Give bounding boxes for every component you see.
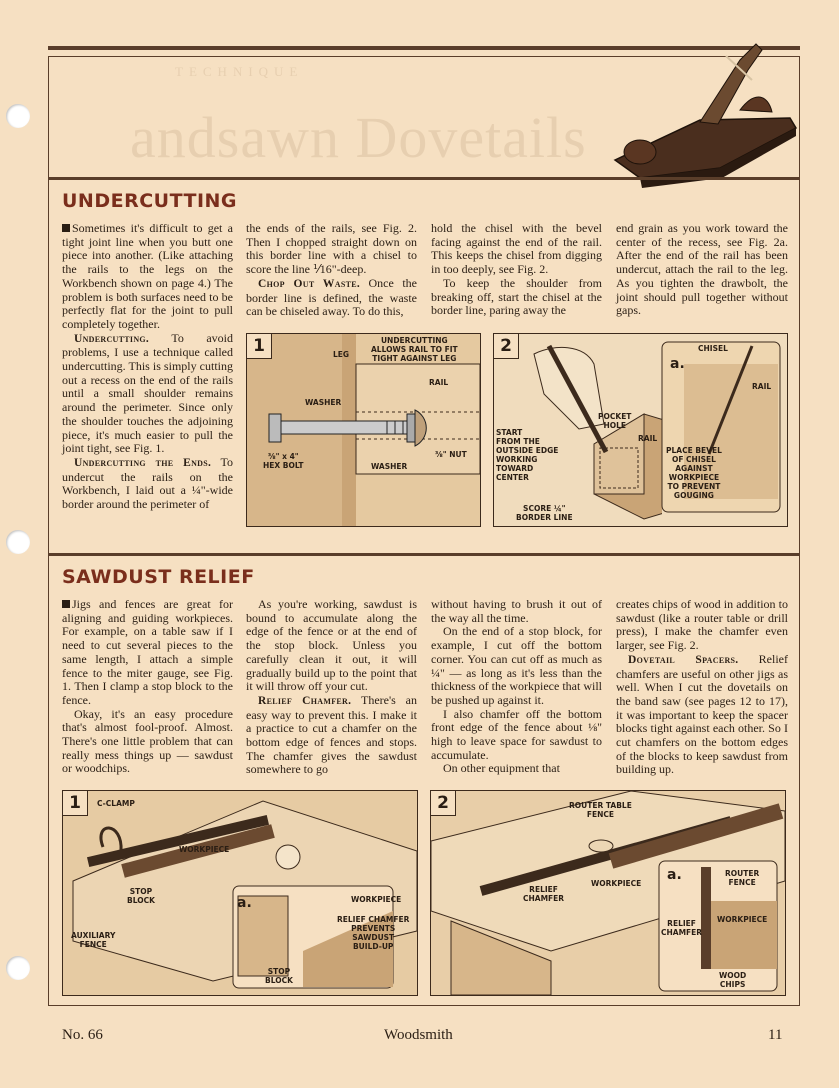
paragraph: To undercut the rails on the Workbench, … [62,454,233,512]
section-rule [48,177,800,180]
text-column: creates chips of wood in addition to saw… [616,597,788,777]
paragraph: To avoid problems, I use a technique cal… [62,330,233,456]
label-stop-block: STOP BLOCK [127,887,155,905]
figure-1-bolt: 1 LEG UNDERCUTTING ALLOWS RAIL TO FIT TI… [246,333,481,527]
inset-label: a. [237,895,252,911]
label-workpiece-inset: WORKPIECE [351,895,402,904]
text-column: end grain as you work toward the center … [616,221,788,318]
paragraph: On other equipment that [443,761,560,776]
paragraph: Relief chamfers are useful on other jigs… [616,651,788,777]
magazine-name: Woodsmith [384,1027,453,1043]
issue-number: No. 66 [62,1027,103,1043]
paragraph: Jigs and fences are great for aligning a… [62,597,233,707]
inset-label: a. [667,867,682,883]
paragraph: To keep the shoulder from breaking off, … [431,275,602,318]
paragraph: end grain as you work toward the center … [616,221,788,318]
text-column: the ends of the rails, see Fig. 2. Then … [246,221,417,319]
label-relief-chamfer: RELIEF CHAMFER PREVENTS SAWDUST BUILD-UP [337,915,410,951]
text-column: Jigs and fences are great for aligning a… [62,597,233,776]
label-wood-chips: WOOD CHIPS [719,971,747,989]
paragraph: There's an easy way to prevent this. I m… [246,692,418,777]
plane-body [613,43,798,188]
label-washer: WASHER [371,462,408,471]
label-washer: WASHER [305,398,342,407]
binder-hole [6,104,30,128]
binder-hole [6,956,30,980]
page-frame [48,56,800,1006]
text-column: without having to brush it out of the wa… [431,597,602,776]
label-auxiliary-fence: AUXILIARY FENCE [71,931,116,949]
label-stop-block-inset: STOP BLOCK [265,967,293,985]
label-router-fence: ROUTER FENCE [725,869,760,887]
paragraph: hold the chisel with the bevel facing ag… [431,221,602,277]
label-undercutting: UNDERCUTTING ALLOWS RAIL TO FIT TIGHT AG… [371,336,458,363]
label-c-clamp: C-CLAMP [97,799,135,808]
figure-1-table-saw: 1 C-CLAMP WORKPIECE STOP BLOCK AUXILIARY… [62,790,418,996]
table-saw-drawing [72,800,417,989]
label-workpiece: WORKPIECE [179,845,230,854]
paragraph: On the end of a stop block, for example,… [431,624,602,707]
bolt-drawing [247,334,480,526]
paragraph: Sometimes it's difficult to get a tight … [62,221,233,331]
run-in-head: Dovetail Spacers. [628,653,739,666]
label-rail: RAIL [638,434,658,443]
bullet-icon [62,600,70,608]
page-number: 11 [768,1027,783,1043]
chisel-drawing [533,334,787,526]
bullet-icon [62,224,70,232]
label-rail-inset: RAIL [752,382,772,391]
label-score: SCORE ¼" BORDER LINE [516,504,573,522]
figure-number: 2 [431,791,456,816]
figure-2-router-table: 2 ROUTER TABLE FENCE RELIEF CHAMFER WORK… [430,790,786,996]
run-in-head: Undercutting the Ends. [74,456,212,469]
label-workpiece: WORKPIECE [591,879,642,888]
inset-label: a. [670,356,685,372]
figure-number: 2 [494,334,519,359]
paragraph: Okay, it's an easy procedure that's almo… [62,706,233,776]
paragraph: Once the border line is defined, the was… [246,275,417,319]
paragraph: without having to brush it out of the wa… [431,597,602,625]
section-heading-sawdust-relief: SAWDUST RELIEF [62,566,255,588]
text-column: As you're working, sawdust is bound to a… [246,597,418,777]
label-pocket-hole: POCKET HOLE [598,412,632,430]
section-rule [48,553,800,556]
paragraph: the ends of the rails, see Fig. 2. Then … [246,221,417,277]
figure-2-chisel: 2 START FROM THE OUTSIDE EDGE WORKING TO… [493,333,788,527]
paragraph: As you're working, sawdust is bound to a… [246,597,417,694]
binder-hole [6,530,30,554]
hand-plane-illustration [613,43,798,188]
section-heading-undercutting: UNDERCUTTING [62,190,238,212]
label-relief-chamfer: RELIEF CHAMFER [523,885,565,903]
label-rail: RAIL [429,378,449,387]
top-rule [48,46,800,50]
label-leg: LEG [333,350,350,359]
router-table-drawing [431,791,785,995]
label-workpiece-inset: WORKPIECE [717,915,768,924]
paragraph: I also chamfer off the bottom front edge… [431,706,602,762]
run-in-head: Chop Out Waste. [258,277,361,290]
label-hex-bolt: ⅜" x 4" HEX BOLT [263,452,304,470]
paragraph: creates chips of wood in addition to saw… [616,597,788,653]
label-chisel: CHISEL [698,344,728,353]
run-in-head: Undercutting. [74,332,150,345]
text-column: hold the chisel with the bevel facing ag… [431,221,602,318]
figure-number: 1 [63,791,88,816]
label-nut: ⅜" NUT [435,450,467,459]
label-place-bevel: PLACE BEVEL OF CHISEL AGAINST WORKPIECE … [666,446,722,500]
header-kicker: TECHNIQUE [175,64,304,79]
label-router-table-fence: ROUTER TABLE FENCE [569,801,632,819]
label-start: START FROM THE OUTSIDE EDGE WORKING TOWA… [496,428,559,482]
figure-number: 1 [247,334,272,359]
label-relief-chamfer-inset: RELIEF CHAMFER [661,919,703,937]
run-in-head: Relief Chamfer. [258,694,352,707]
text-column: Sometimes it's difficult to get a tight … [62,221,233,512]
header-title-ghost: andsawn Dovetails [130,105,587,170]
